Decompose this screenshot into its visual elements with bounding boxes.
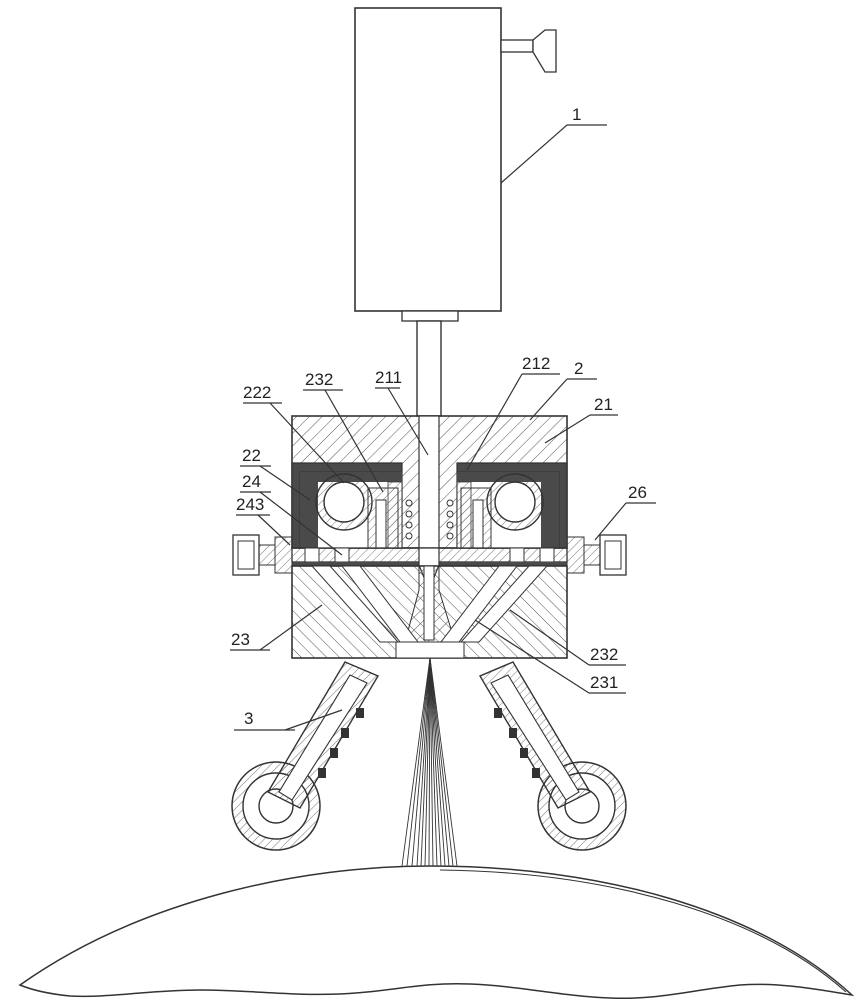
right-bolt [567,535,626,575]
label-21: 21 [594,395,613,414]
spray-cone [402,658,457,866]
spray-head-assembly [233,416,626,658]
drive-shaft [417,321,441,416]
label-23: 23 [231,630,250,649]
label-26: 26 [628,483,647,502]
label-2: 2 [574,359,583,378]
label-1: 1 [572,105,581,124]
left-bolt [233,535,292,575]
label-231: 231 [590,673,618,692]
label-243: 243 [236,495,264,514]
motor-housing [355,8,556,321]
label-24: 24 [242,472,261,491]
label-3: 3 [244,709,253,728]
target-surface [20,866,852,998]
label-232-top: 232 [305,370,333,389]
label-232-bottom: 232 [590,645,618,664]
label-211: 211 [375,368,402,387]
left-swing-arm [232,662,378,850]
label-222: 222 [243,383,271,402]
label-212: 212 [522,354,550,373]
label-22: 22 [242,446,261,465]
